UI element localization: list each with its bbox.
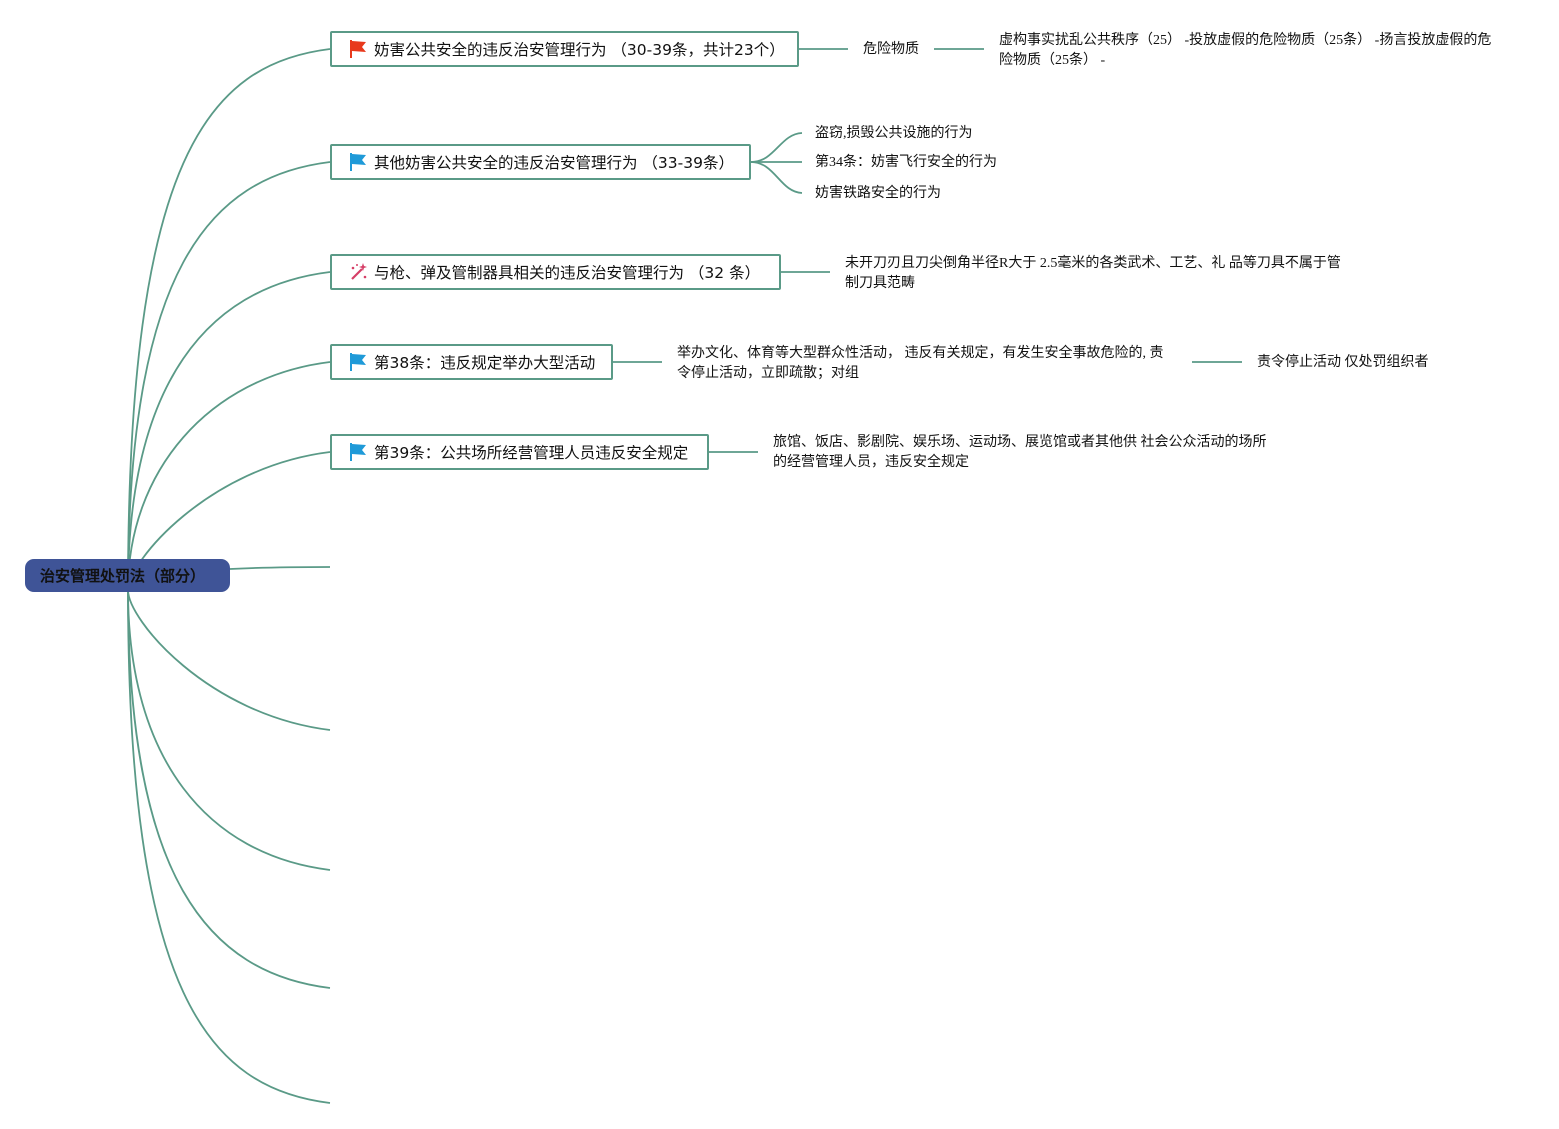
branch-topic-label: 第38条：违反规定举办大型活动 xyxy=(374,354,596,372)
root-branch-connector xyxy=(127,48,331,591)
subtopic-label: 危险物质 xyxy=(863,42,919,57)
detail-controlled-knives[interactable]: 未开刀刃且刀尖倒角半径R大于 2.5毫米的各类武术、工艺、礼 品等刀具不属于管制… xyxy=(845,254,1347,294)
magic-wand-icon xyxy=(351,263,367,280)
root-branch-connector xyxy=(127,161,331,591)
branch-topic-label: 与枪、弹及管制器具相关的违反治安管理行为 （32 条） xyxy=(374,264,761,282)
blue-flag-icon xyxy=(350,443,366,461)
root-branch-connector xyxy=(127,271,331,591)
red-flag-icon xyxy=(350,40,366,58)
root-branch-connector xyxy=(229,566,331,570)
result-stop-event[interactable]: 责令停止活动 仅处罚组织者 xyxy=(1257,353,1429,373)
subtopic-label: 妨害铁路安全的行为 xyxy=(815,186,941,201)
detail-text: 举办文化、体育等大型群众性活动， 违反有关规定，有发生安全事故危险的, 责令停止… xyxy=(677,346,1164,381)
root-branch-connector xyxy=(127,589,331,871)
subtopic-dangerous-substances[interactable]: 危险物质 xyxy=(863,40,919,60)
detail-false-dangerous-substances[interactable]: 虚构事实扰乱公共秩序（25） -投放虚假的危险物质（25条） -扬言投放虚假的危… xyxy=(999,31,1497,71)
root-topic-label: 治安管理处罚法（部分） xyxy=(40,567,206,585)
branch-topic-label: 妨害公共安全的违反治安管理行为 （30-39条，共计23个） xyxy=(374,41,785,59)
branch-topic-venue-managers[interactable]: 第39条：公共场所经营管理人员违反安全规定 xyxy=(330,434,709,470)
blue-flag-icon xyxy=(350,353,366,371)
branch-sub-connector xyxy=(750,161,803,194)
subtopic-label: 盗窃,损毁公共设施的行为 xyxy=(815,126,973,141)
subtopic-label: 第34条：妨害飞行安全的行为 xyxy=(815,155,997,170)
branch-topic-large-events[interactable]: 第38条：违反规定举办大型活动 xyxy=(330,344,613,380)
blue-flag-icon xyxy=(350,153,366,171)
result-text: 责令停止活动 仅处罚组织者 xyxy=(1257,355,1429,370)
root-branch-connector xyxy=(127,589,331,1104)
branch-sub-connector xyxy=(750,132,803,163)
subtopic-railway-safety[interactable]: 妨害铁路安全的行为 xyxy=(815,184,941,204)
detail-text: 旅馆、饭店、影剧院、娱乐场、运动场、展览馆或者其他供 社会公众活动的场所的经营管… xyxy=(773,435,1267,470)
detail-text: 虚构事实扰乱公共秩序（25） -投放虚假的危险物质（25条） -扬言投放虚假的危… xyxy=(999,33,1492,68)
branch-topic-firearms-controlled-tools[interactable]: 与枪、弹及管制器具相关的违反治安管理行为 （32 条） xyxy=(330,254,781,290)
root-topic[interactable]: 治安管理处罚法（部分） xyxy=(25,559,230,592)
subtopic-public-facilities[interactable]: 盗窃,损毁公共设施的行为 xyxy=(815,124,973,144)
branch-topic-public-safety[interactable]: 妨害公共安全的违反治安管理行为 （30-39条，共计23个） xyxy=(330,31,799,67)
branch-topic-other-public-safety[interactable]: 其他妨害公共安全的违反治安管理行为 （33-39条） xyxy=(330,144,751,180)
root-branch-connector xyxy=(127,589,331,989)
branch-topic-label: 其他妨害公共安全的违反治安管理行为 （33-39条） xyxy=(374,154,734,172)
detail-large-events[interactable]: 举办文化、体育等大型群众性活动， 违反有关规定，有发生安全事故危险的, 责令停止… xyxy=(677,344,1171,384)
detail-text: 未开刀刃且刀尖倒角半径R大于 2.5毫米的各类武术、工艺、礼 品等刀具不属于管制… xyxy=(845,256,1341,291)
root-branch-connector xyxy=(127,361,331,591)
detail-venue-managers[interactable]: 旅馆、饭店、影剧院、娱乐场、运动场、展览馆或者其他供 社会公众活动的场所的经营管… xyxy=(773,433,1273,473)
branch-topic-label: 第39条：公共场所经营管理人员违反安全规定 xyxy=(374,444,689,462)
subtopic-flight-safety[interactable]: 第34条：妨害飞行安全的行为 xyxy=(815,153,997,173)
root-branch-connector xyxy=(127,589,331,731)
